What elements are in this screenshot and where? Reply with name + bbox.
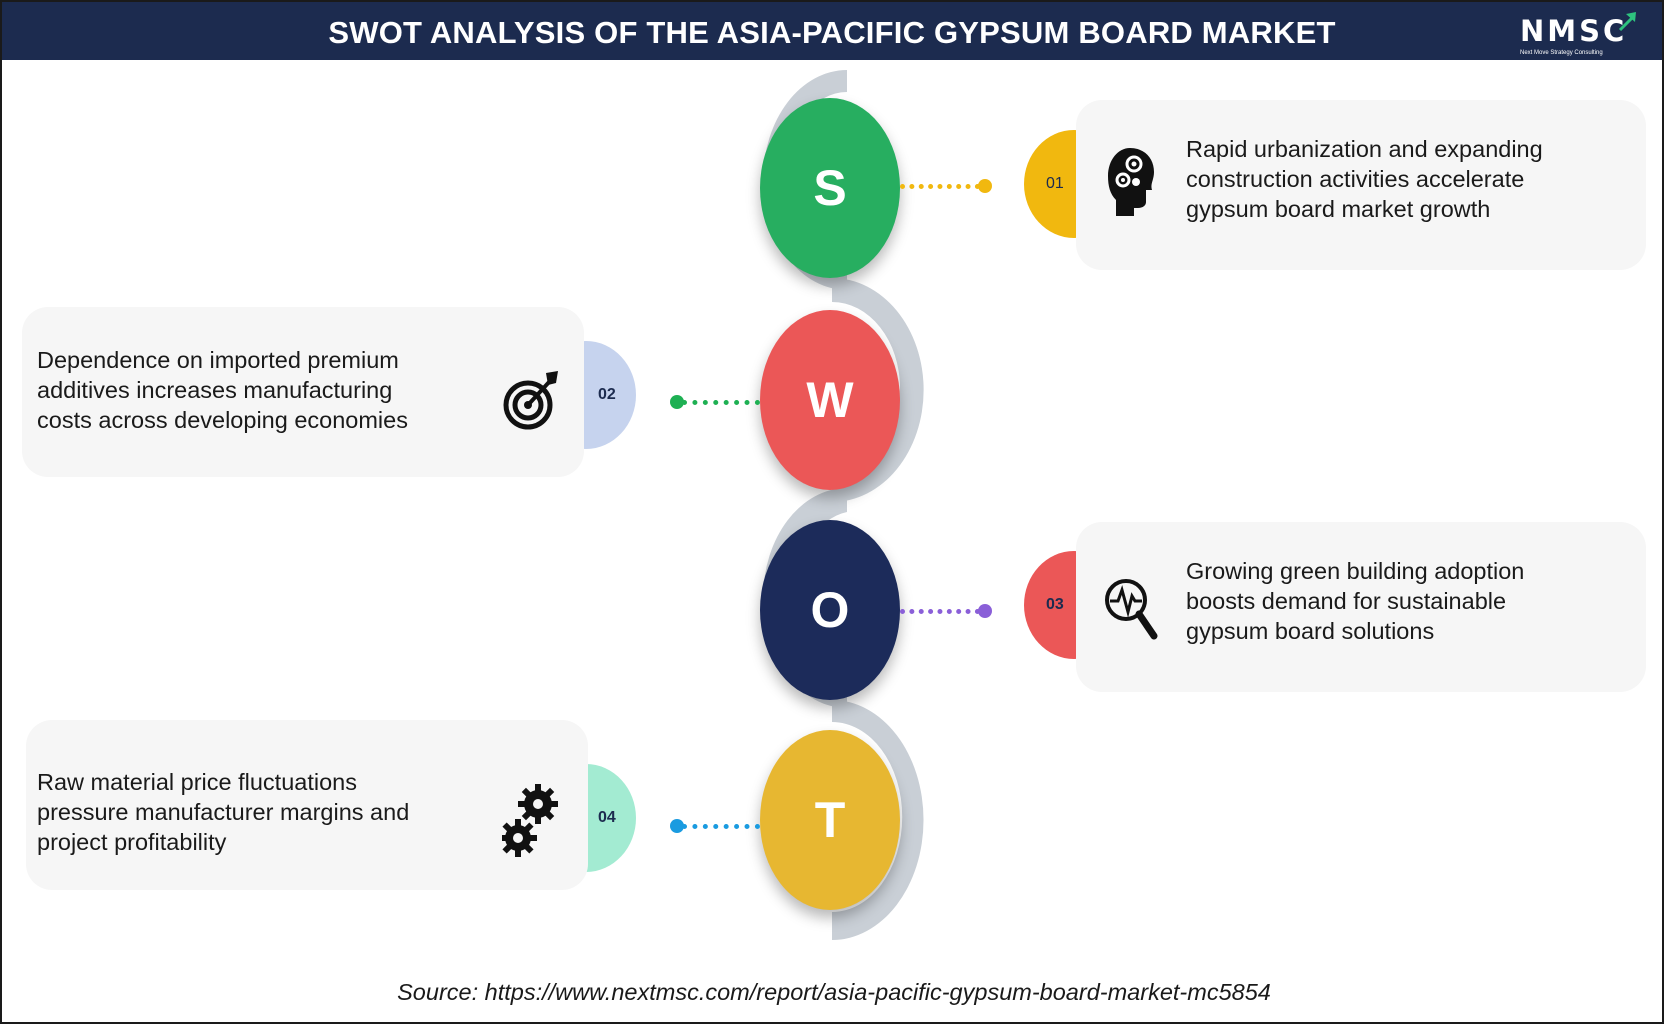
threat-card: Raw material price fluctuations pressure…	[26, 720, 588, 890]
threat-connector	[682, 824, 760, 829]
opportunity-number: 03	[1046, 596, 1064, 613]
target-icon	[503, 371, 558, 430]
logo-tagline: Next Move Strategy Consulting	[1520, 50, 1603, 56]
page-title: SWOT ANALYSIS OF THE ASIA-PACIFIC GYPSUM…	[328, 15, 1336, 50]
strength-connector-dot	[978, 179, 992, 193]
threat-text-line: pressure manufacturer margins and	[37, 799, 410, 825]
opportunity-text-line: gypsum board solutions	[1186, 618, 1435, 644]
opportunity-connector	[900, 609, 980, 614]
strength-text-line: gypsum board market growth	[1186, 196, 1491, 222]
weakness-text: Dependence on imported premium additives…	[37, 345, 408, 435]
weakness-connector-dot	[670, 395, 684, 409]
weakness-card: Dependence on imported premium additives…	[22, 307, 584, 477]
strength-card: Rapid urbanization and expanding constru…	[1076, 100, 1646, 270]
strength-connector	[900, 184, 980, 189]
threat-text-line: Raw material price fluctuations	[37, 769, 357, 795]
weakness-text-line: Dependence on imported premium	[37, 347, 399, 373]
logo-text: NMSC	[1520, 14, 1628, 48]
header-bar: SWOT ANALYSIS OF THE ASIA-PACIFIC GYPSUM…	[2, 2, 1662, 60]
spine-arc-t	[832, 700, 924, 941]
threat-text-line: project profitability	[37, 829, 227, 855]
strength-letter: S	[813, 160, 847, 216]
weakness-number: 02	[598, 386, 616, 403]
strength-number: 01	[1046, 175, 1064, 192]
weakness-letter: W	[806, 372, 854, 428]
threat-letter: T	[814, 792, 846, 848]
opportunity-text: Growing green building adoption boosts d…	[1186, 556, 1524, 646]
threat-text: Raw material price fluctuations pressure…	[37, 767, 409, 857]
logo-arrow-icon	[1618, 12, 1636, 32]
opportunity-text-line: boosts demand for sustainable	[1186, 588, 1507, 614]
opportunity-connector-dot	[978, 604, 992, 618]
threat-circle: T	[760, 730, 900, 910]
weakness-text-line: costs across developing economies	[37, 407, 408, 433]
opportunity-text-line: Growing green building adoption	[1186, 558, 1525, 584]
head-gears-icon	[1108, 148, 1154, 216]
strength-text-line: Rapid urbanization and expanding	[1186, 136, 1543, 162]
strength-circle: S	[760, 98, 900, 278]
strength-text-line: construction activities accelerate	[1186, 166, 1525, 192]
weakness-circle: W	[760, 310, 900, 490]
nmsc-logo: NMSC Next Move Strategy Consulting	[1520, 10, 1640, 56]
opportunity-circle: O	[760, 520, 900, 700]
strength-text: Rapid urbanization and expanding constru…	[1186, 134, 1543, 224]
magnifier-pulse-icon	[1105, 579, 1158, 640]
opportunity-letter: O	[810, 582, 850, 638]
spine-arc-w	[832, 278, 924, 502]
source-citation: Source: https://www.nextmsc.com/report/a…	[397, 979, 1271, 1005]
opportunity-card: Growing green building adoption boosts d…	[1076, 522, 1646, 692]
weakness-text-line: additives increases manufacturing	[37, 377, 393, 403]
gears-icon	[502, 784, 558, 857]
threat-connector-dot	[670, 819, 684, 833]
weakness-connector	[682, 400, 760, 405]
threat-number: 04	[598, 809, 616, 826]
